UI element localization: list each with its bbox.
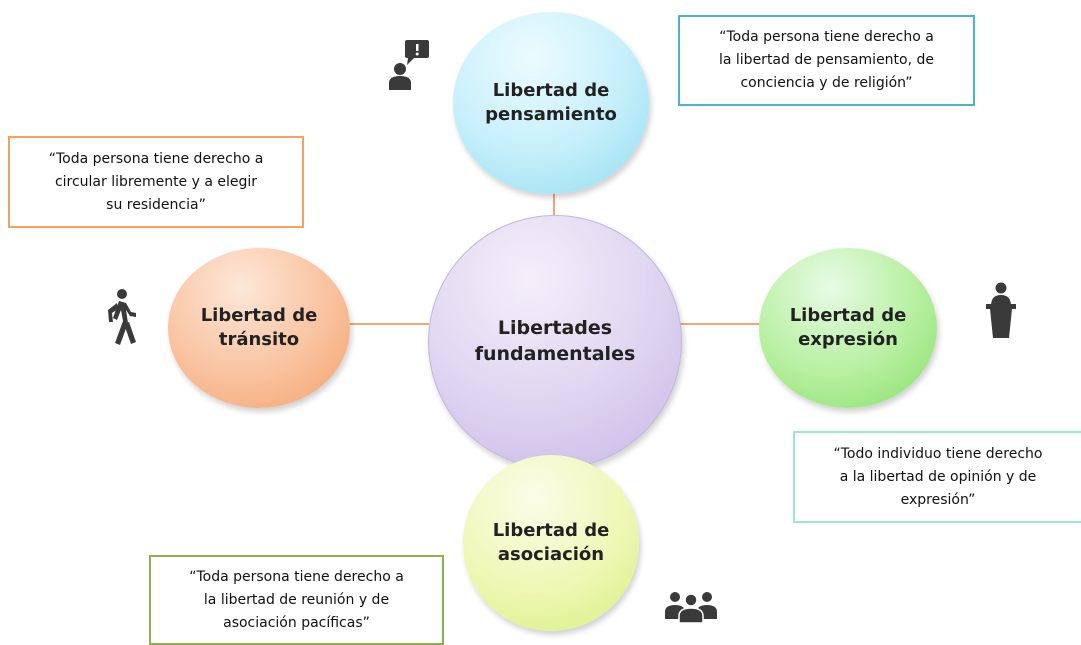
connector-right (679, 323, 760, 325)
quote-expression: “Todo individuo tiene derecho a la liber… (793, 431, 1081, 523)
quote-association-line3: asociación pacíficas” (223, 614, 370, 631)
podium-speaker-icon (986, 282, 1016, 338)
node-association-line2: asociación (497, 544, 605, 565)
node-thought-line2: pensamiento (485, 104, 617, 125)
node-expression-line1: Libertad de (789, 304, 907, 326)
center-label-line2: fundamentales (474, 343, 636, 365)
quote-transit: “Toda persona tiene derecho a circular l… (8, 136, 304, 228)
connector-top (553, 193, 555, 217)
node-transit-line1: Libertad de (200, 304, 318, 326)
center-node: Libertades fundamentales (428, 215, 682, 469)
quote-transit-line2: circular libremente y a elegir (54, 173, 258, 190)
node-transit: Libertad de tránsito (168, 248, 350, 408)
connector-left (349, 323, 429, 325)
quote-expression-line1: “Todo individuo tiene derecho (833, 445, 1043, 462)
group-people-icon (665, 592, 717, 623)
quote-association: “Toda persona tiene derecho a la liberta… (149, 555, 444, 645)
speech-person-icon (389, 40, 429, 90)
quote-transit-line3: su residencia” (106, 196, 206, 213)
node-association: Libertad de asociación (463, 455, 639, 631)
walking-person-icon (108, 289, 136, 345)
quote-expression-line3: expresión” (900, 491, 976, 508)
quote-transit-line1: “Toda persona tiene derecho a (48, 150, 264, 167)
center-label-line1: Libertades (497, 317, 613, 340)
quote-thought-line1: “Toda persona tiene derecho a (719, 29, 934, 45)
node-expression: Libertad de expresión (759, 248, 937, 408)
node-association-line1: Libertad de (492, 519, 610, 541)
node-thought-line1: Libertad de (492, 79, 610, 101)
node-expression-line2: expresión (798, 329, 898, 350)
quote-association-line1: “Toda persona tiene derecho a (189, 568, 404, 585)
quote-thought: “Toda persona tiene derecho a la liberta… (678, 15, 975, 106)
quote-thought-line3: conciencia y de religión” (740, 75, 913, 91)
node-transit-line2: tránsito (218, 329, 300, 350)
node-thought: Libertad de pensamiento (453, 12, 649, 194)
quote-thought-line2: la libertad de pensamiento, de (718, 52, 935, 68)
quote-expression-line2: a la libertad de opinión y de (839, 468, 1037, 485)
quote-association-line2: la libertad de reunión y de (203, 591, 390, 608)
